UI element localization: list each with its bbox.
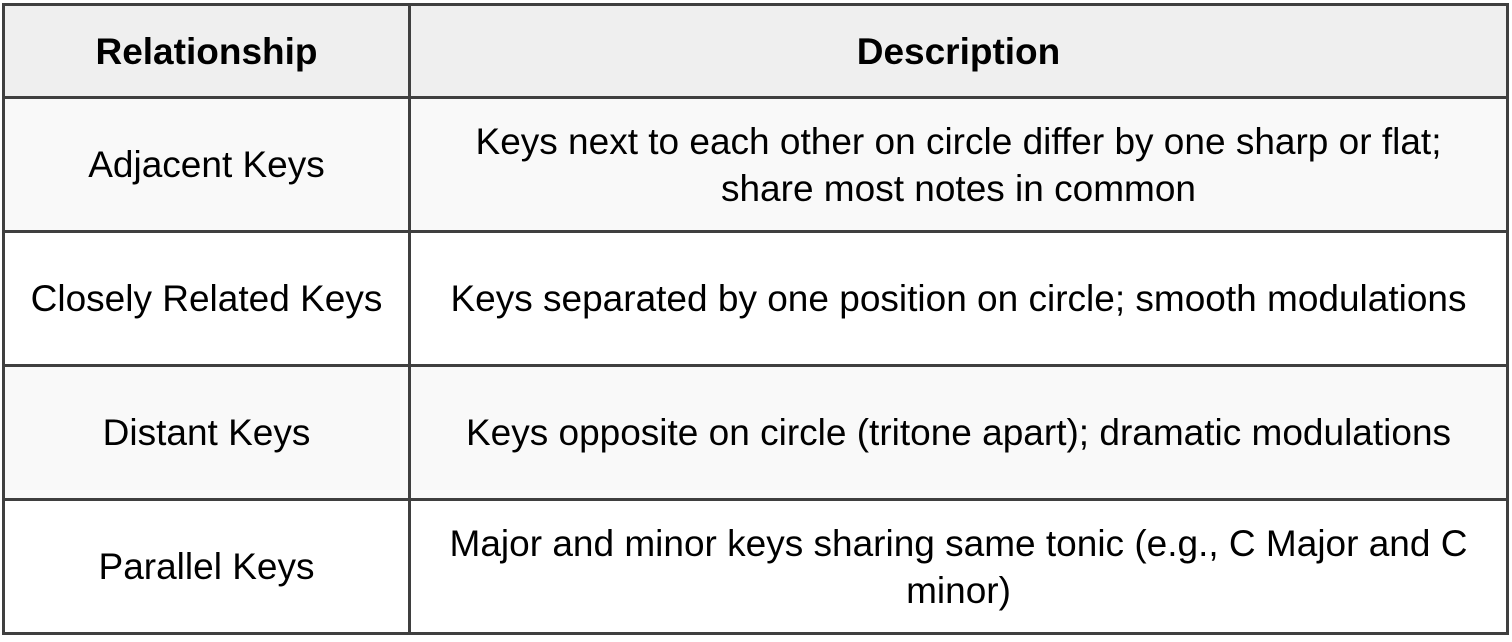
column-header-relationship: Relationship: [2, 3, 411, 99]
cell-relationship: Closely Related Keys: [2, 230, 411, 367]
table-row: Closely Related Keys Keys separated by o…: [2, 230, 1509, 367]
table-body: Adjacent Keys Keys next to each other on…: [2, 96, 1509, 635]
cell-relationship-text: Parallel Keys: [98, 546, 315, 587]
cell-relationship-text: Distant Keys: [102, 412, 311, 453]
cell-description: Major and minor keys sharing same tonic …: [408, 498, 1509, 635]
cell-description: Keys opposite on circle (tritone apart);…: [408, 364, 1509, 501]
table-container: Relationship Description Adjacent Keys K…: [2, 3, 1509, 635]
column-header-description: Description: [408, 3, 1509, 99]
cell-relationship: Distant Keys: [2, 364, 411, 501]
column-header-description-label: Description: [856, 30, 1061, 72]
key-relationships-table: Relationship Description Adjacent Keys K…: [2, 3, 1509, 635]
column-header-relationship-label: Relationship: [95, 30, 318, 72]
cell-description-text: Keys separated by one position on circle…: [450, 278, 1467, 319]
cell-description-text: Keys opposite on circle (tritone apart);…: [465, 412, 1452, 453]
cell-description: Keys separated by one position on circle…: [408, 230, 1509, 367]
cell-description-text: Major and minor keys sharing same tonic …: [449, 522, 1468, 611]
cell-relationship: Adjacent Keys: [2, 96, 411, 233]
cell-description: Keys next to each other on circle differ…: [408, 96, 1509, 233]
cell-relationship-text: Closely Related Keys: [30, 278, 383, 319]
table-row: Distant Keys Keys opposite on circle (tr…: [2, 364, 1509, 501]
table-row: Parallel Keys Major and minor keys shari…: [2, 498, 1509, 635]
table-header-row: Relationship Description: [2, 3, 1509, 99]
table-header: Relationship Description: [2, 3, 1509, 99]
cell-relationship-text: Adjacent Keys: [88, 144, 325, 185]
table-row: Adjacent Keys Keys next to each other on…: [2, 96, 1509, 233]
cell-description-text: Keys next to each other on circle differ…: [475, 120, 1442, 209]
cell-relationship: Parallel Keys: [2, 498, 411, 635]
